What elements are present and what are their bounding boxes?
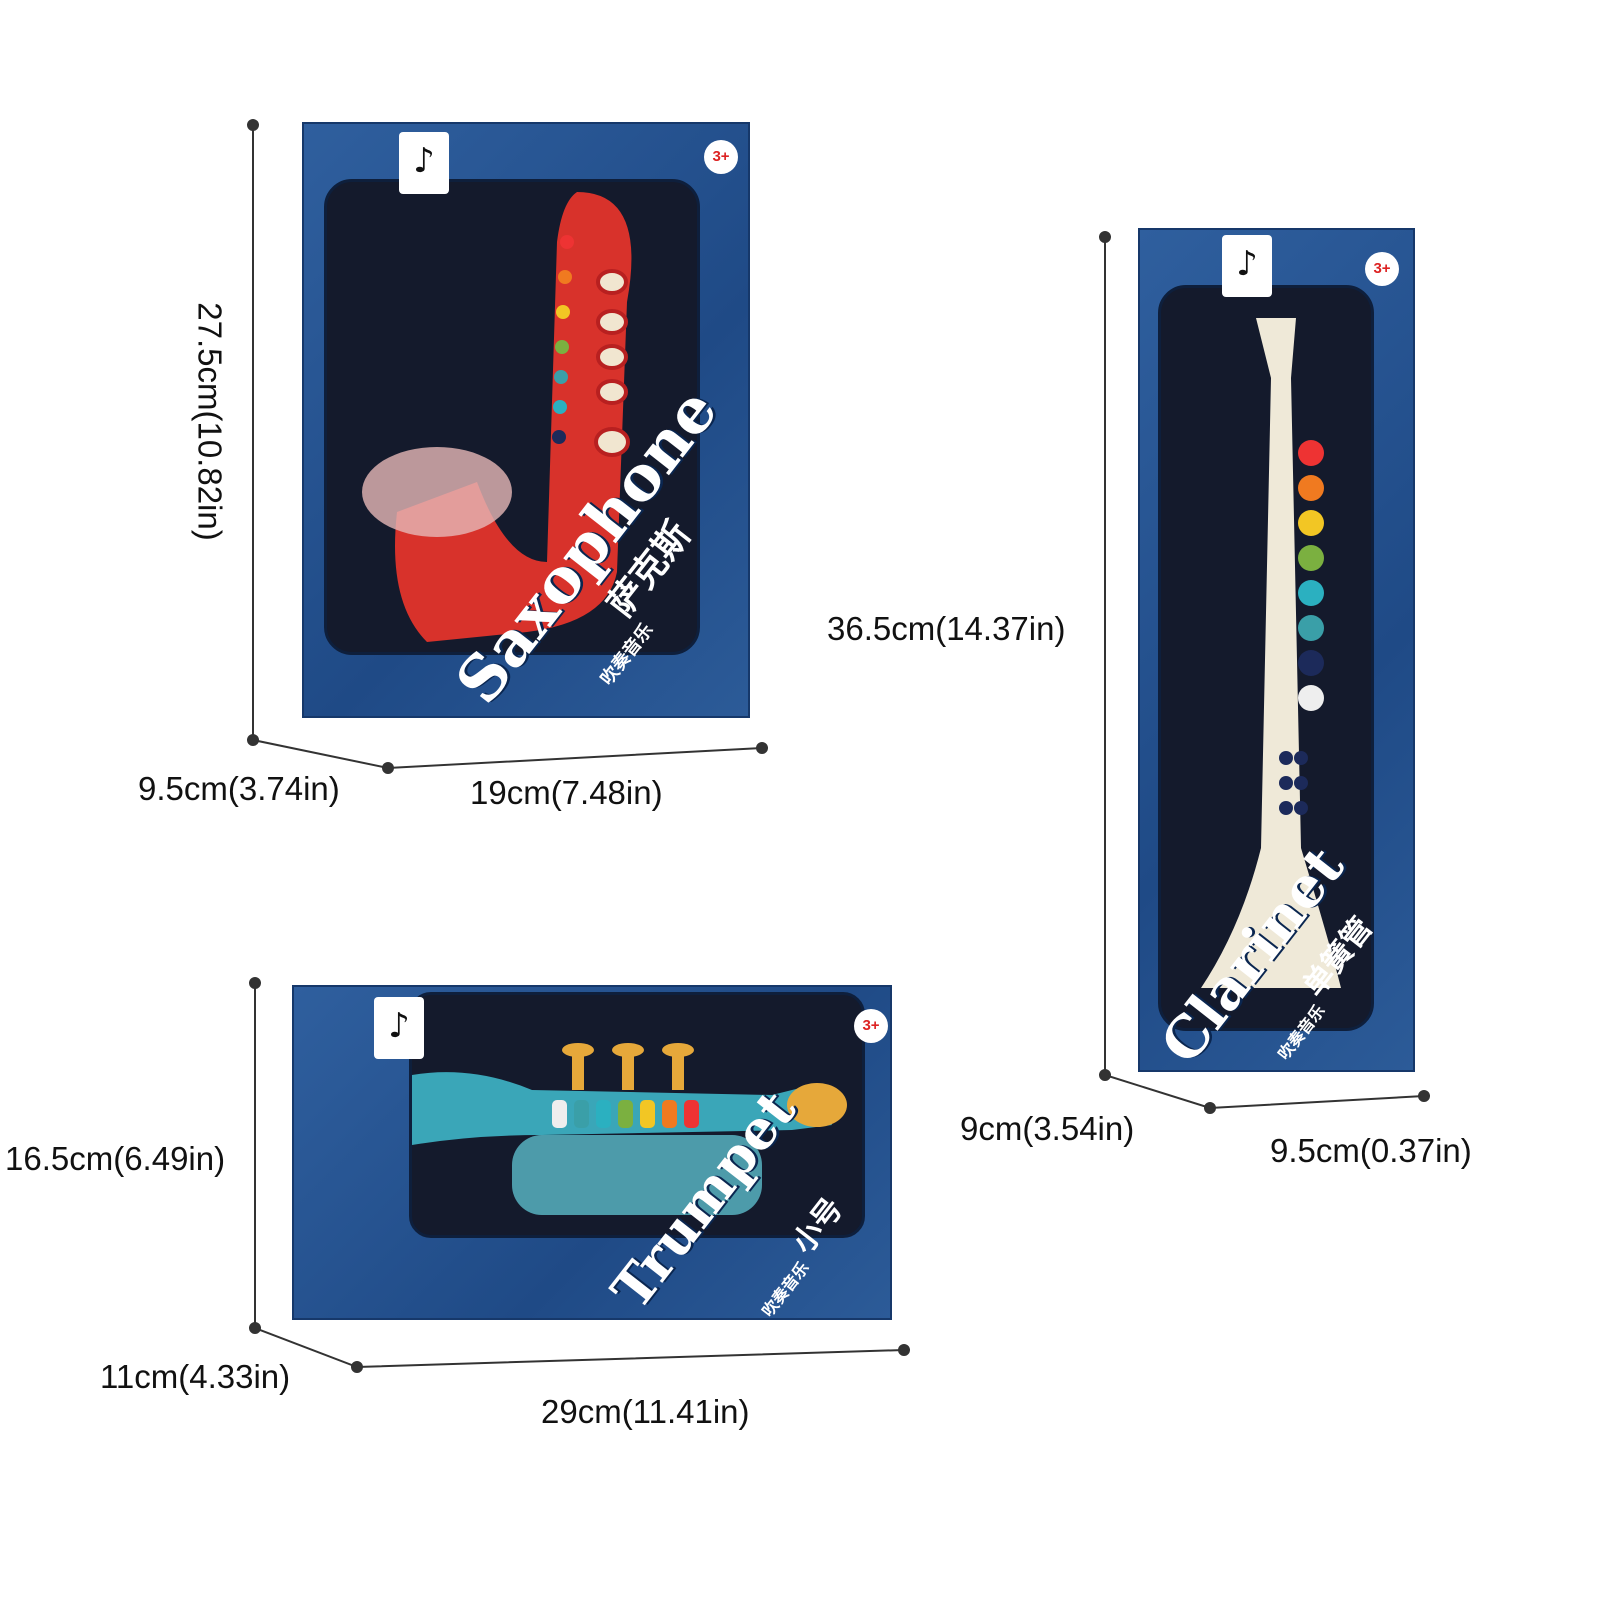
brand-logo: ♪ <box>1222 235 1272 297</box>
saxophone-window <box>324 179 700 655</box>
age-badge: 3+ <box>704 140 738 174</box>
saxophone-width-label: 19cm(7.48in) <box>470 774 663 811</box>
brand-logo: ♪ <box>399 132 449 194</box>
trumpet-depth-label: 11cm(4.33in) <box>100 1358 291 1395</box>
saxophone-box: ♪ 3+ Saxophone 萨克斯 吹奏音乐 <box>302 122 750 718</box>
trumpet-box: ♪ 3+ Trumpet 小号 吹奏音乐 <box>292 985 892 1320</box>
clarinet-width-label: 9.5cm(0.37in) <box>1270 1132 1472 1169</box>
clarinet-window <box>1158 285 1374 1031</box>
trumpet-window <box>409 992 865 1238</box>
age-badge: 3+ <box>1365 252 1399 286</box>
clarinet-toy <box>1201 318 1341 988</box>
saxophone-height-label: 27.5cm(10.82in) <box>191 302 229 541</box>
brand-logo: ♪ <box>374 997 424 1059</box>
trumpet-height-label: 16.5cm(6.49in) <box>5 1140 226 1177</box>
clarinet-height-label: 36.5cm(14.37in) <box>827 610 1066 647</box>
trumpet-width-label: 29cm(11.41in) <box>541 1393 750 1430</box>
clarinet-depth-label: 9cm(3.54in) <box>960 1110 1135 1147</box>
saxophone-depth-label: 9.5cm(3.74in) <box>138 770 340 807</box>
saxophone-toy <box>362 192 632 642</box>
trumpet-cn-sub: 吹奏音乐 <box>759 1259 813 1320</box>
age-badge: 3+ <box>854 1009 888 1043</box>
clarinet-box: ♪ 3+ Clarinet 单簧管 吹奏音乐 <box>1138 228 1415 1072</box>
trumpet-toy <box>412 1043 847 1215</box>
